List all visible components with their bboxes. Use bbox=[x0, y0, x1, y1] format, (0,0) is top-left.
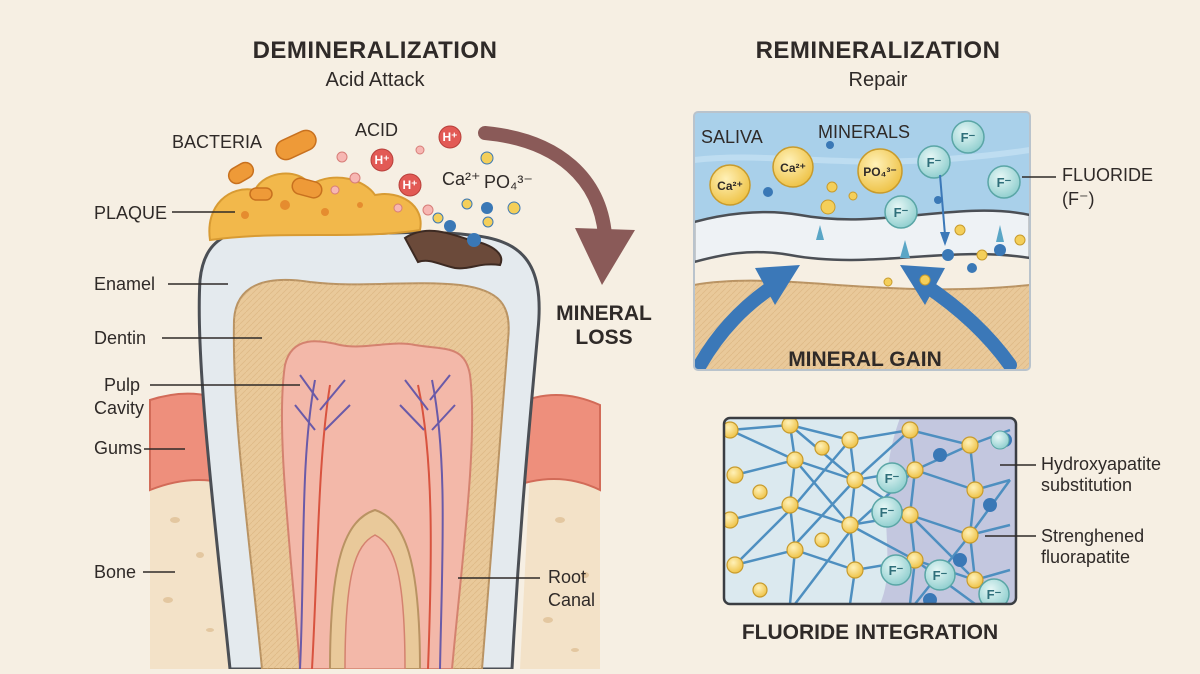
demineralization-panel: DEMINERALIZATION Acid Attack bbox=[94, 37, 652, 671]
demineralization-title: DEMINERALIZATION bbox=[253, 37, 498, 64]
calcium-ion-label: Ca²⁺ bbox=[717, 179, 743, 193]
acid-ions: H⁺ H⁺ H⁺ bbox=[330, 125, 521, 247]
fluoride-ion-icon bbox=[917, 145, 951, 179]
bacteria-cluster bbox=[227, 129, 323, 201]
fluoride-atoms: F⁻ F⁻ F⁻ F⁻ F⁻ bbox=[871, 430, 1010, 604]
fluoride-integration-frame bbox=[722, 416, 1018, 606]
plaque-label: PLAQUE bbox=[94, 203, 167, 223]
bone-texture bbox=[163, 517, 589, 652]
saliva-ions: Ca²⁺ Ca²⁺ PO₄³⁻ F⁻ F⁻ F⁻ F⁻ bbox=[709, 120, 1026, 287]
fluoride-integration-title: FLUORIDE INTEGRATION bbox=[742, 621, 998, 644]
mineral-loss-label-1: MINERAL bbox=[556, 302, 652, 325]
fluoride-ion-label: F⁻ bbox=[987, 587, 1002, 602]
minerals-label: MINERALS bbox=[818, 122, 910, 142]
fluoride-ion-label: F⁻ bbox=[997, 175, 1012, 190]
hydroxyapatite-label-2: substitution bbox=[1041, 475, 1132, 495]
h-ion-icon bbox=[438, 125, 462, 149]
fluoride-ion-label: F⁻ bbox=[885, 471, 900, 486]
fluoride-ion-label: F⁻ bbox=[894, 205, 909, 220]
mineral-gain-arrowhead-right bbox=[900, 265, 945, 305]
calcium-ion-label: Ca²⁺ bbox=[442, 169, 481, 189]
enamel-decay bbox=[403, 229, 503, 270]
fluoride-ion-icon bbox=[987, 165, 1021, 199]
mineral-loss-label-2: LOSS bbox=[575, 326, 632, 349]
h-ion-icon bbox=[370, 148, 394, 172]
acid-label: ACID bbox=[355, 120, 398, 140]
hydroxyapatite-label-1: Hydroxyapatite bbox=[1041, 454, 1161, 474]
fluoride-ion-label: F⁻ bbox=[933, 568, 948, 583]
mineral-loss-arrowhead bbox=[575, 228, 635, 285]
h-ion-label: H⁺ bbox=[403, 178, 418, 192]
phosphate-ion-label: PO₄³⁻ bbox=[484, 172, 533, 192]
calcium-atoms bbox=[724, 418, 984, 598]
fluoride-label-2: (F⁻) bbox=[1062, 189, 1094, 209]
calcium-ion-label: Ca²⁺ bbox=[780, 161, 806, 175]
fluoride-label-1: FLUORIDE bbox=[1062, 165, 1153, 185]
remineralization-frame bbox=[693, 111, 1031, 371]
saliva-label: SALIVA bbox=[701, 127, 763, 147]
remineralization-title: REMINERALIZATION bbox=[756, 37, 1001, 64]
mineral-gain-arrowhead-left bbox=[755, 265, 800, 305]
gums-label: Gums bbox=[94, 438, 142, 458]
fluoride-ion-label: F⁻ bbox=[927, 155, 942, 170]
calcium-ion-icon bbox=[772, 146, 814, 188]
acid-attack-subtitle: Acid Attack bbox=[326, 69, 426, 91]
fluoride-ion-label: F⁻ bbox=[889, 563, 904, 578]
fluoride-ion-icon bbox=[871, 496, 903, 528]
fluoride-ion-label: F⁻ bbox=[880, 505, 895, 520]
fluoride-ion-icon bbox=[884, 195, 918, 229]
h-ion-label: H⁺ bbox=[443, 130, 458, 144]
repair-subtitle: Repair bbox=[849, 69, 908, 91]
fluoride-integration-panel: F⁻ F⁻ F⁻ F⁻ F⁻ Hydroxyapatite substituti… bbox=[722, 416, 1161, 644]
enamel-surface bbox=[694, 209, 1030, 264]
h-ion-label: H⁺ bbox=[375, 153, 390, 167]
h-ion-icon bbox=[398, 173, 422, 197]
pulp-label-2: Cavity bbox=[94, 398, 144, 418]
mineral-loss-arrow bbox=[478, 126, 612, 242]
bone-label: Bone bbox=[94, 562, 136, 582]
fluoride-ion-label: F⁻ bbox=[961, 130, 976, 145]
fluorapatite-label-1: Strenghened bbox=[1041, 526, 1144, 546]
mineral-gain-label: MINERAL GAIN bbox=[788, 348, 942, 371]
root-canal-inner bbox=[344, 534, 406, 670]
root-canal-label-2: Canal bbox=[548, 590, 595, 610]
fluoride-ion-icon bbox=[880, 554, 912, 586]
mineral-gain-arrow-right bbox=[918, 278, 1017, 370]
fluorapatite-label-2: fluorapatite bbox=[1041, 547, 1130, 567]
fluoride-ion-icon bbox=[978, 578, 1010, 604]
pulp-label-1: Pulp bbox=[104, 375, 140, 395]
mineral-gain-arrow-left bbox=[694, 278, 782, 370]
plaque-spots bbox=[241, 200, 363, 219]
fluoride-ion-icon bbox=[924, 559, 956, 591]
phosphate-ion-label: PO₄³⁻ bbox=[863, 165, 896, 179]
bacteria-label: BACTERIA bbox=[172, 132, 262, 152]
fluoride-ion-icon bbox=[951, 120, 985, 154]
enamel-label: Enamel bbox=[94, 274, 155, 294]
fluoride-ion-icon bbox=[876, 462, 908, 494]
dentin-label: Dentin bbox=[94, 328, 146, 348]
remineralization-panel: REMINERALIZATION Repair Ca²⁺ Ca²⁺ PO₄³⁻ bbox=[693, 37, 1153, 371]
root-canal-label-1: Root bbox=[548, 567, 586, 587]
calcium-ion-icon bbox=[709, 164, 751, 206]
pulp-nerves bbox=[294, 374, 456, 670]
phosphate-ion-icon bbox=[857, 148, 903, 194]
bone-area-right bbox=[520, 464, 600, 669]
